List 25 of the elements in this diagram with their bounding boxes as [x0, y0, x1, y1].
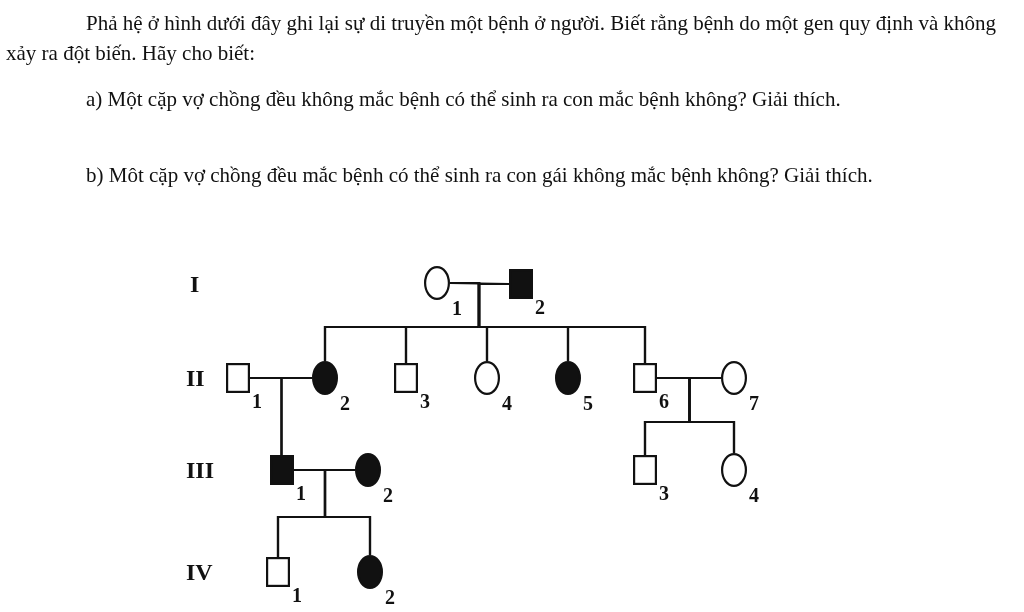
individual-number: 4: [502, 393, 512, 413]
individual-number: 2: [535, 297, 545, 317]
individual-number: 2: [383, 485, 393, 505]
individual-number: 4: [749, 485, 759, 505]
individual-number: 1: [296, 483, 306, 503]
individual-number: 2: [385, 587, 395, 607]
generation-label: IV: [186, 560, 213, 584]
individual-number: 1: [452, 298, 462, 318]
question-paragraph: b) Môt cặp vợ chồng đều mắc bệnh có thể sinh ra con gái không mắc bệnh không? Giải thích.: [85, 162, 874, 189]
generation-label: II: [186, 366, 205, 390]
generation-label: I: [190, 272, 200, 296]
question-paragraph: Phả hệ ở hình dưới đây ghi lại sự di truyền một bệnh ở người. Biết rằng bệnh do một gen quy định và không xảy ra đột biến. Hãy cho biết:: [6, 10, 996, 67]
descent-line: [280, 376, 312, 455]
individual-number: 3: [420, 391, 430, 411]
individual-number: 3: [659, 483, 669, 503]
individual-number: 1: [252, 391, 262, 411]
generation-label: III: [186, 458, 215, 482]
individual-number: 7: [749, 393, 759, 413]
question-paragraph: a) Một cặp vợ chồng đều không mắc bệnh có thể sinh ra con mắc bệnh không? Giải thích.: [85, 86, 842, 113]
individual-number: 2: [340, 393, 350, 413]
individual-number: 5: [583, 393, 593, 413]
individual-number: 6: [659, 391, 669, 411]
individual-number: 1: [292, 585, 302, 605]
descent-line: [688, 376, 736, 453]
descent-line: [323, 468, 372, 555]
